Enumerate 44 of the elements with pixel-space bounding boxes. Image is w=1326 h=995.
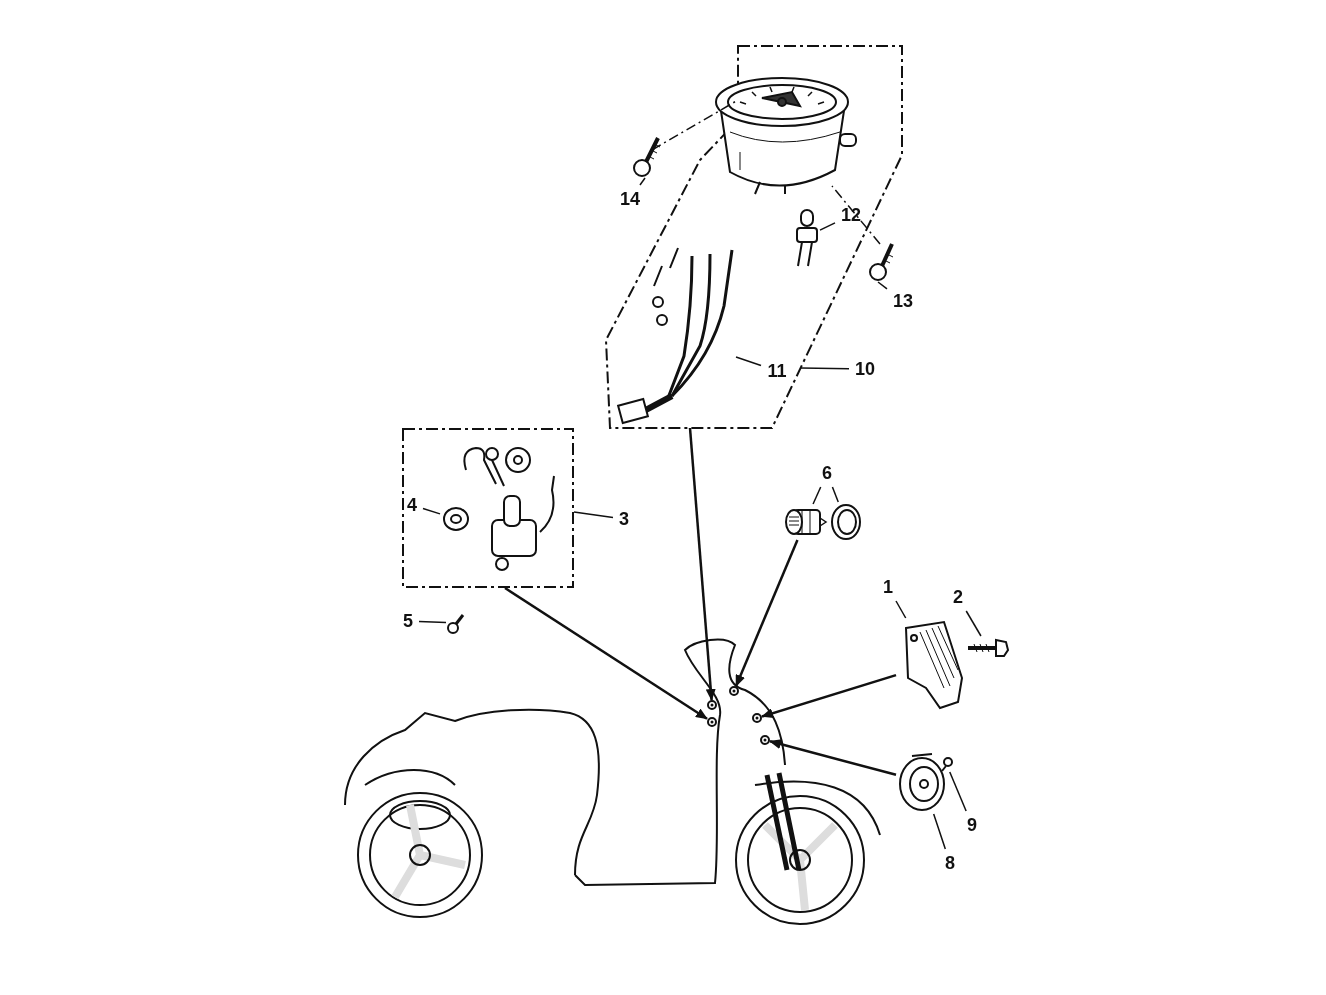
mounting-point [707, 700, 717, 710]
callout-number: 6 [818, 462, 836, 484]
dashed-group-outline [402, 428, 574, 588]
arrow [769, 739, 897, 777]
callout-number: 4 [404, 494, 420, 516]
mounting-point [729, 686, 739, 696]
cap-drawing [440, 504, 472, 534]
callout-number: 3 [616, 508, 632, 530]
leader-line [418, 620, 447, 624]
leader-line [812, 486, 822, 505]
leader-line [932, 813, 947, 850]
bolt-drawing [966, 636, 1010, 660]
callout-number: 14 [618, 188, 642, 210]
leader-line [422, 507, 441, 515]
alignment-line [831, 185, 881, 245]
leader-line [735, 356, 762, 367]
screw-drawing [938, 754, 954, 772]
callout-number: 1 [880, 576, 896, 598]
leader-line [639, 177, 646, 186]
leader-line [573, 511, 614, 519]
leader-line [877, 281, 888, 290]
callout-number: 9 [964, 814, 980, 836]
leader-line [831, 486, 839, 503]
mounting-point [707, 717, 717, 727]
callout-number: 12 [838, 204, 864, 226]
mounting-point [752, 713, 762, 723]
arrow [688, 427, 716, 701]
screw-drawing [446, 612, 466, 634]
callout-number: 5 [400, 610, 416, 632]
callout-number: 10 [852, 358, 878, 380]
leader-line [949, 771, 967, 812]
arrow [504, 586, 708, 720]
leader-line [819, 222, 836, 231]
leader-line [800, 367, 850, 370]
arrow [734, 539, 799, 687]
arrow [761, 673, 897, 718]
leader-line [895, 600, 907, 619]
callout-number: 11 [764, 360, 790, 382]
indicator-lens-drawing [828, 502, 864, 542]
callout-number: 13 [890, 290, 916, 312]
callout-number: 2 [950, 586, 966, 608]
callout-number: 8 [942, 852, 958, 874]
mounting-point [760, 735, 770, 745]
leader-line [965, 610, 982, 637]
